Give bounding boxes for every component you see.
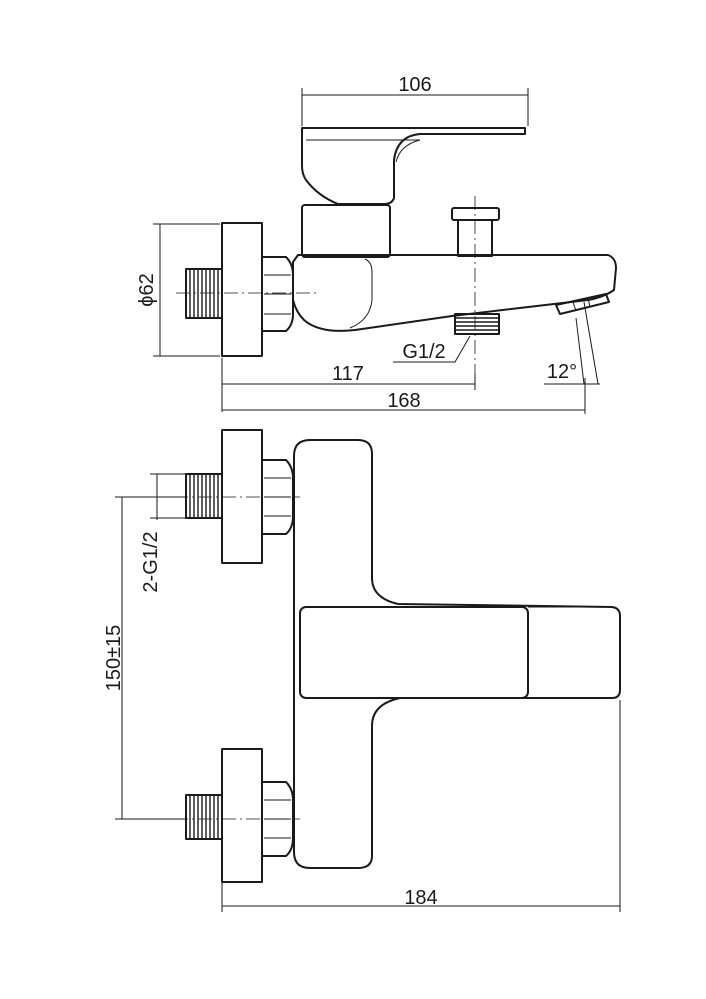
side-lever-handle [301, 127, 526, 205]
side-aerator [555, 293, 610, 315]
dim-width-184: 184 [404, 887, 437, 909]
front-lower-flange [221, 748, 263, 883]
front-lower-inlet-thread [185, 794, 223, 840]
dim-length-168: 168 [387, 390, 420, 412]
side-diverter-knob [451, 207, 500, 257]
side-outlet-thread [454, 313, 500, 335]
dim-length-117: 117 [332, 363, 364, 385]
front-upper-flange [221, 429, 263, 564]
front-lever [299, 606, 621, 699]
dim-spacing: 150±15 [103, 625, 125, 692]
dim-thread-g12: G1/2 [402, 341, 445, 363]
front-main-body [293, 439, 621, 869]
side-view-dimensions: 106 ϕ62 G1/2 117 12° 168 [136, 74, 600, 414]
front-upper-inlet-thread [185, 473, 223, 519]
side-hex-nut [261, 256, 294, 332]
side-cartridge-housing [301, 204, 391, 258]
dim-thread-2g12: 2-G1/2 [140, 531, 162, 592]
dim-diameter: ϕ62 [136, 273, 158, 306]
dim-top-width: 106 [398, 74, 431, 96]
front-view-dimensions: 2-G1/2 150±15 184 [103, 473, 621, 912]
dim-angle: 12° [547, 361, 577, 383]
side-inlet-thread [185, 268, 223, 319]
side-view [176, 127, 617, 380]
front-view [150, 429, 621, 883]
side-wall-flange [221, 222, 263, 357]
